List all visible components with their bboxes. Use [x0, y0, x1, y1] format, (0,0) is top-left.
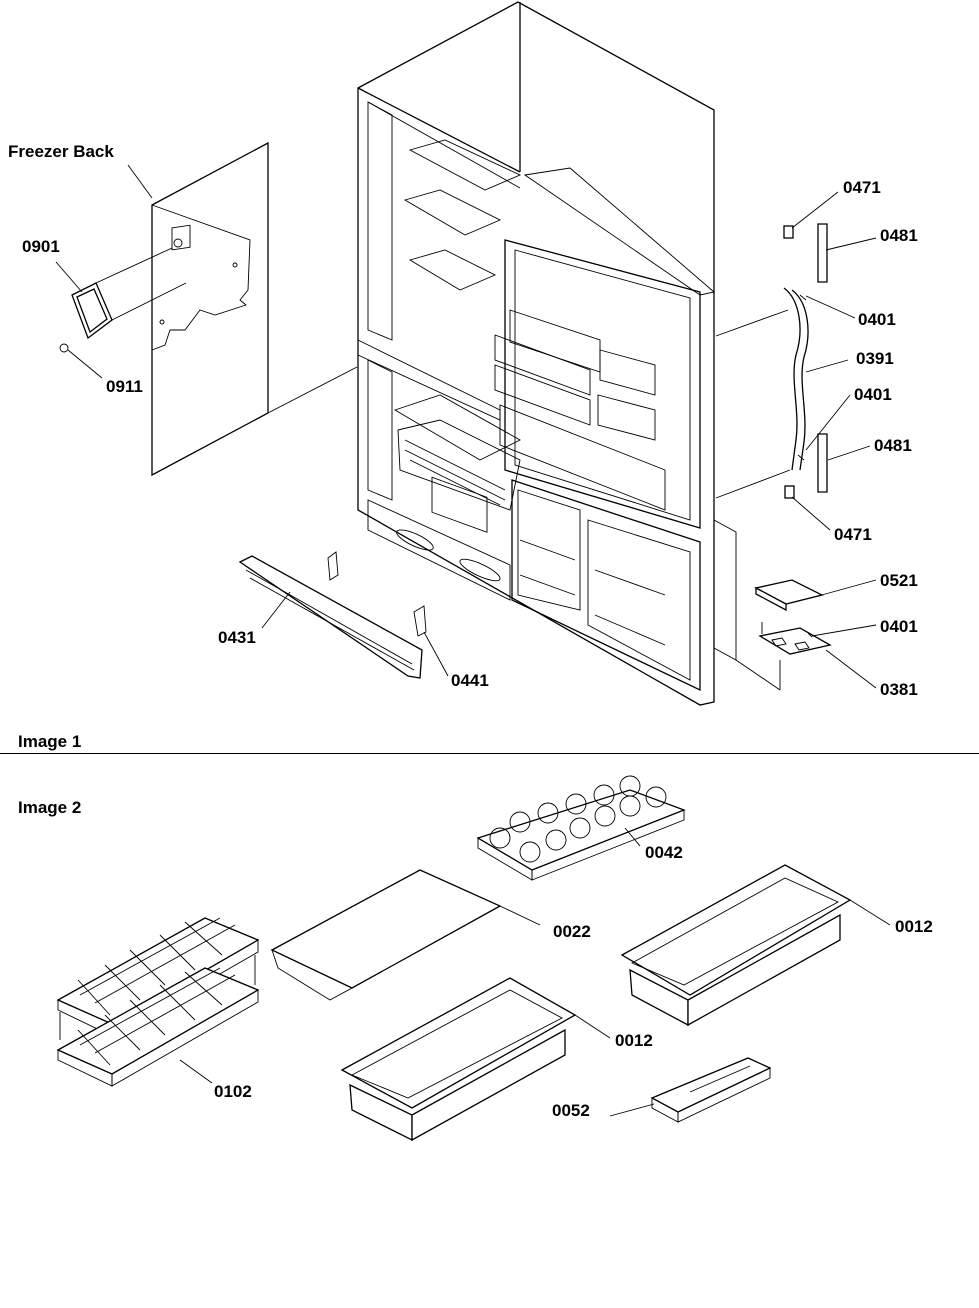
- label-0441: 0441: [451, 671, 489, 690]
- refrigerator-cabinet: [357, 1, 791, 706]
- label-0471-top: 0471: [843, 178, 881, 197]
- leader-lines-image1: [55, 164, 877, 689]
- label-0042: 0042: [645, 843, 683, 862]
- label-freezer-back: Freezer Back: [8, 142, 114, 161]
- label-0401-lower: 0401: [880, 617, 918, 636]
- label-0102: 0102: [214, 1082, 252, 1101]
- label-0481-bottom: 0481: [874, 436, 912, 455]
- glass-shelf: [270, 869, 541, 1001]
- label-0391: 0391: [856, 349, 894, 368]
- label-0012-center: 0012: [615, 1031, 653, 1050]
- label-0481-top: 0481: [880, 226, 918, 245]
- kickplate-grille: [238, 551, 427, 679]
- label-0521: 0521: [880, 571, 918, 590]
- ice-trays: [56, 917, 260, 1087]
- label-0431: 0431: [218, 628, 256, 647]
- label-0022: 0022: [553, 922, 591, 941]
- label-0012-right: 0012: [895, 917, 933, 936]
- label-0471-bottom: 0471: [834, 525, 872, 544]
- section-divider: [0, 753, 979, 754]
- freezer-back-panel: [151, 141, 358, 477]
- crisper-bin-right: [620, 864, 891, 1027]
- crisper-bin-center: [340, 977, 611, 1142]
- label-0911: 0911: [106, 377, 143, 396]
- hinge-cover-parts: [754, 579, 832, 655]
- label-0052: 0052: [552, 1101, 590, 1120]
- small-tray: [609, 1057, 772, 1123]
- label-0401-upper: 0401: [858, 310, 896, 329]
- section-title-image-2: Image 2: [18, 798, 82, 817]
- egg-tray: [476, 775, 686, 881]
- label-0381: 0381: [880, 680, 918, 699]
- section-title-image-1: Image 1: [18, 732, 82, 751]
- door-handle-assembly: [783, 223, 828, 499]
- label-0901: 0901: [22, 237, 60, 256]
- part-0901-fan-cover: [59, 247, 187, 353]
- label-0401-mid: 0401: [854, 385, 892, 404]
